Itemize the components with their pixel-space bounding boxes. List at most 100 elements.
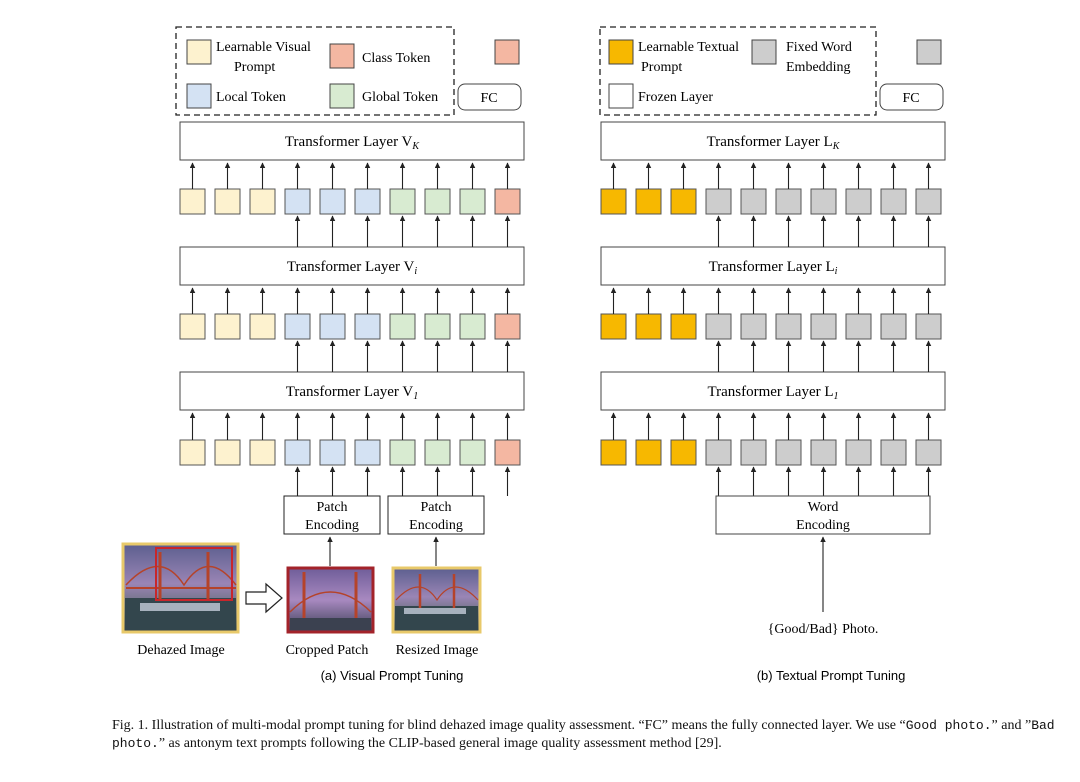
visual-fc-box [457,83,522,111]
textual-token-r1-8 [880,313,907,340]
legend-frozen-swatch [608,83,634,109]
visual-token-r2-5 [354,439,381,466]
legend-learnable-visual-swatch [186,39,212,65]
textual-token-r2-6 [810,439,837,466]
textual-fc-label: FC [902,91,919,106]
textual-token-r0-1 [635,188,662,215]
figure-caption: Fig. 1. Illustration of multi-modal prom… [112,717,1072,753]
textual-token-r2-1 [635,439,662,466]
legend-learnable-visual-label-2: Prompt [234,60,275,75]
legend-local-token-label: Local Token [216,90,286,105]
legend-learnable-textual-label-2: Prompt [641,60,682,75]
textual-token-r1-4 [740,313,767,340]
textual-token-r2-5 [775,439,802,466]
textual-layer-k [600,121,946,161]
visual-token-r1-3 [284,313,311,340]
visual-token-r1-5 [354,313,381,340]
resized-image-label: Resized Image [396,643,479,658]
legend-learnable-textual-swatch [608,39,634,65]
caption-part-2: ” and ” [991,718,1032,733]
legend-global-token-label: Global Token [362,90,438,105]
textual-legend-box [599,26,877,116]
visual-token-r0-2 [249,188,276,215]
dehazed-image-label: Dehazed Image [137,643,224,658]
resized-image [391,566,482,634]
visual-token-r1-0 [179,313,206,340]
crop-arrow-icon [245,582,283,614]
textual-token-r0-2 [670,188,697,215]
visual-token-r2-0 [179,439,206,466]
textual-subtitle: (b) Textual Prompt Tuning [757,668,906,683]
text-input-label: {Good/Bad} Photo. [768,622,879,637]
textual-token-r0-6 [810,188,837,215]
textual-layer-i-label: Transformer Layer Li [709,259,838,277]
diagram: Learnable Visual Prompt Class Token Loca… [121,26,946,683]
textual-token-r0-9 [915,188,942,215]
visual-token-r0-4 [319,188,346,215]
caption-part-1: Fig. 1. Illustration of multi-modal prom… [112,718,906,733]
patch-encoding-label-1a: Patch [316,500,347,515]
textual-layer-i [600,246,946,286]
textual-token-r0-4 [740,188,767,215]
textual-token-r2-2 [670,439,697,466]
patch-encoding-box-1 [283,495,381,535]
cropped-patch-label: Cropped Patch [286,643,369,658]
visual-legend-box [175,26,455,116]
token-rows [179,162,942,496]
cropped-patch-image [286,566,375,634]
visual-token-r2-3 [284,439,311,466]
legend-fixed-word-swatch [751,39,777,65]
legend-global-token-swatch [329,83,355,109]
visual-token-r2-2 [249,439,276,466]
textual-token-r1-7 [845,313,872,340]
visual-token-r0-5 [354,188,381,215]
textual-token-r0-8 [880,188,907,215]
legend-learnable-textual-label: Learnable Textual [638,40,739,55]
visual-token-r2-1 [214,439,241,466]
patch-encoding-label-2a: Patch [420,500,451,515]
visual-token-r0-1 [214,188,241,215]
textual-token-r1-1 [635,313,662,340]
visual-layer-i-label: Transformer Layer Vi [287,259,417,277]
textual-token-r1-9 [915,313,942,340]
visual-fc-token [494,39,520,65]
textual-token-r0-5 [775,188,802,215]
visual-token-r1-2 [249,313,276,340]
word-encoding-label-a: Word [808,500,839,515]
visual-layer-i [179,246,525,286]
textual-token-r2-7 [845,439,872,466]
legend-fixed-word-label: Fixed Word [786,40,852,55]
textual-token-r0-7 [845,188,872,215]
patch-encoding-box-2 [387,495,485,535]
visual-token-r1-1 [214,313,241,340]
visual-token-r2-8 [459,439,486,466]
legend-class-token-label: Class Token [362,51,430,66]
textual-token-r1-6 [810,313,837,340]
visual-token-r0-6 [389,188,416,215]
legend-class-token-swatch [329,43,355,69]
visual-layer-k-label: Transformer Layer VK [285,134,420,152]
textual-token-r2-8 [880,439,907,466]
textual-token-r2-9 [915,439,942,466]
caption-bad-prompt: Bad photo. [112,718,1055,751]
textual-fc-token [916,39,942,65]
visual-token-r1-7 [424,313,451,340]
textual-token-r2-0 [600,439,627,466]
visual-token-r1-8 [459,313,486,340]
word-encoding-box [715,495,931,535]
patch-encoding-label-2b: Encoding [409,518,463,533]
textual-token-r1-3 [705,313,732,340]
textual-layer-k-label: Transformer Layer LK [707,134,841,152]
legend-fixed-word-label-2: Embedding [786,60,851,75]
textual-token-r1-0 [600,313,627,340]
visual-token-r1-6 [389,313,416,340]
visual-token-r1-4 [319,313,346,340]
visual-subtitle: (a) Visual Prompt Tuning [321,668,464,683]
visual-token-r2-9 [494,439,521,466]
visual-token-r0-7 [424,188,451,215]
visual-token-r0-9 [494,188,521,215]
textual-token-r2-3 [705,439,732,466]
visual-token-r0-3 [284,188,311,215]
visual-token-r0-0 [179,188,206,215]
visual-token-r1-9 [494,313,521,340]
